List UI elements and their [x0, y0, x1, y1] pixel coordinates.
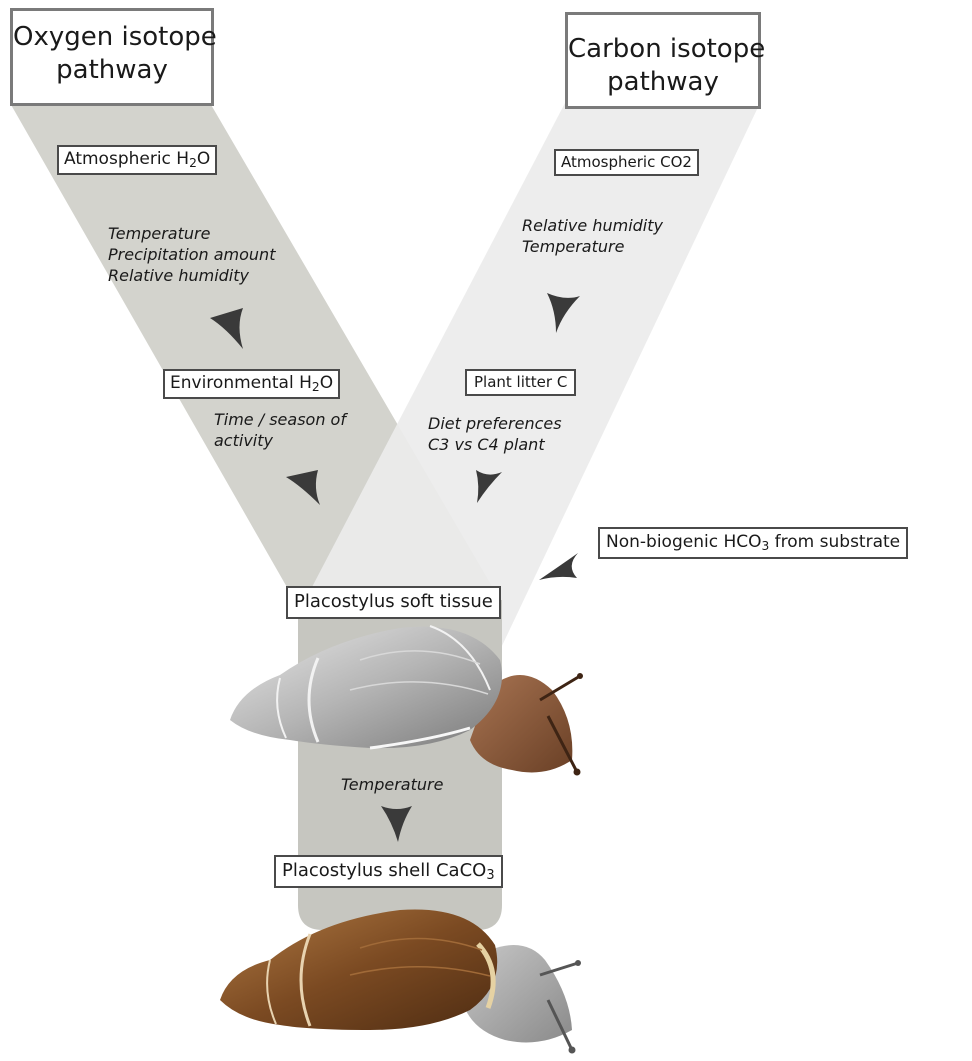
carbon-plant-factors: Diet preferences C3 vs C4 plant [428, 414, 562, 456]
oxygen-atmospheric-factors: Temperature Precipitation amount Relativ… [108, 224, 275, 286]
environmental-h2o-suffix: O [320, 373, 333, 393]
carbon-atmospheric-factors: Relative humidity Temperature [522, 216, 663, 258]
non-biogenic-hco3-box: Non-biogenic HCO3 from substrate [598, 527, 908, 559]
factor-diet-preferences: Diet preferences [428, 414, 562, 435]
plant-litter-label: Plant litter C [474, 373, 567, 391]
environmental-h2o-box: Environmental H2O [163, 369, 340, 399]
shell-caco3-box: Placostylus shell CaCO3 [274, 855, 503, 888]
carbon-pathway-title-line2: pathway [568, 66, 758, 99]
oxygen-pathway-title-line2: pathway [13, 54, 211, 87]
plant-litter-box: Plant litter C [465, 369, 576, 396]
factor-time-season: Time / season of [214, 410, 346, 431]
atmospheric-co2-box: Atmospheric CO2 [554, 149, 699, 176]
oxygen-pathway-header: Oxygen isotope pathway [10, 8, 214, 106]
arrowhead-substrate-to-soft-tissue [539, 553, 578, 580]
factor-relative-humidity: Relative humidity [108, 266, 275, 287]
environmental-h2o-prefix: Environmental H [170, 373, 312, 393]
atmospheric-h2o-prefix: Atmospheric H [64, 149, 189, 169]
factor-precipitation: Precipitation amount [108, 245, 275, 266]
factor-activity: activity [214, 431, 346, 452]
soft-tissue-box: Placostylus soft tissue [286, 586, 501, 619]
snail-shell-illustration [220, 909, 581, 1053]
factor-c3-c4: C3 vs C4 plant [428, 435, 562, 456]
atmospheric-h2o-subscript: 2 [189, 156, 197, 170]
oxygen-pathway-title-line1: Oxygen isotope [13, 21, 211, 54]
atmospheric-h2o-box: Atmospheric H2O [57, 145, 217, 175]
environmental-h2o-subscript: 2 [312, 380, 320, 394]
carbon-pathway-header: Carbon isotope pathway [565, 12, 761, 109]
non-biogenic-suffix: from substrate [769, 532, 900, 552]
atmospheric-co2-label: Atmospheric CO2 [561, 153, 692, 171]
non-biogenic-subscript: 3 [761, 539, 769, 553]
factor-temperature: Temperature [108, 224, 275, 245]
non-biogenic-prefix: Non-biogenic HCO [606, 532, 761, 552]
soft-to-shell-factor: Temperature [341, 775, 443, 796]
factor-temperature-carbon: Temperature [522, 237, 663, 258]
shell-caco3-prefix: Placostylus shell CaCO [282, 860, 486, 881]
carbon-pathway-title-line1: Carbon isotope [568, 33, 758, 66]
shell-caco3-subscript: 3 [486, 868, 494, 883]
factor-relative-humidity-carbon: Relative humidity [522, 216, 663, 237]
factor-temperature-shell: Temperature [341, 775, 443, 794]
soft-tissue-label: Placostylus soft tissue [294, 591, 493, 612]
atmospheric-h2o-suffix: O [197, 149, 210, 169]
oxygen-environmental-factors: Time / season of activity [214, 410, 346, 452]
